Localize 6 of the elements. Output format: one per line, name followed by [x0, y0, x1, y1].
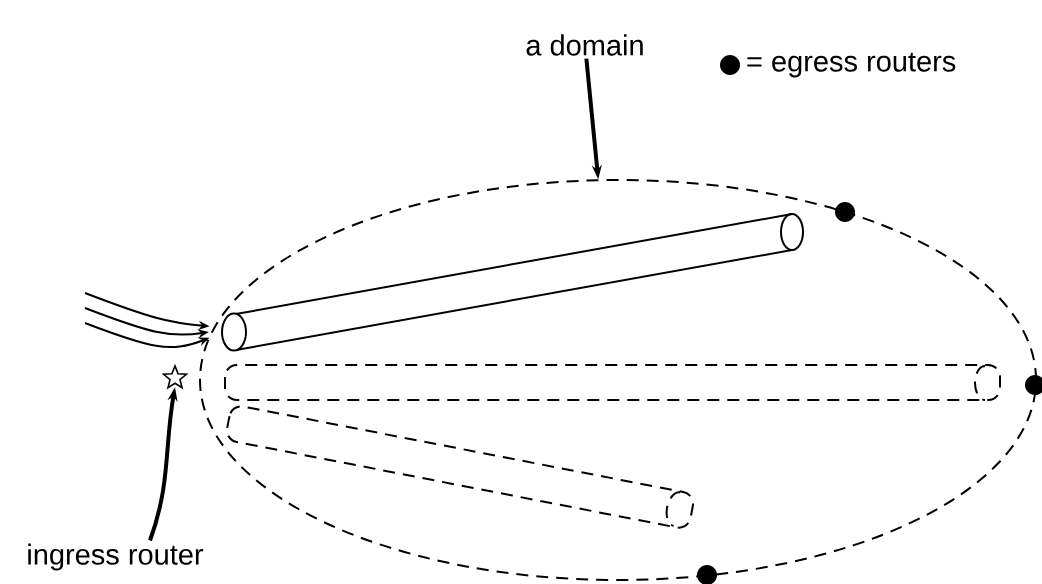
label: a domain [526, 34, 643, 56]
tunnel [665, 491, 682, 527]
tunnel [224, 364, 1001, 401]
label: ingress router [28, 543, 204, 571]
tunnel [221, 213, 804, 352]
legend-text: = egress routers [747, 52, 956, 78]
